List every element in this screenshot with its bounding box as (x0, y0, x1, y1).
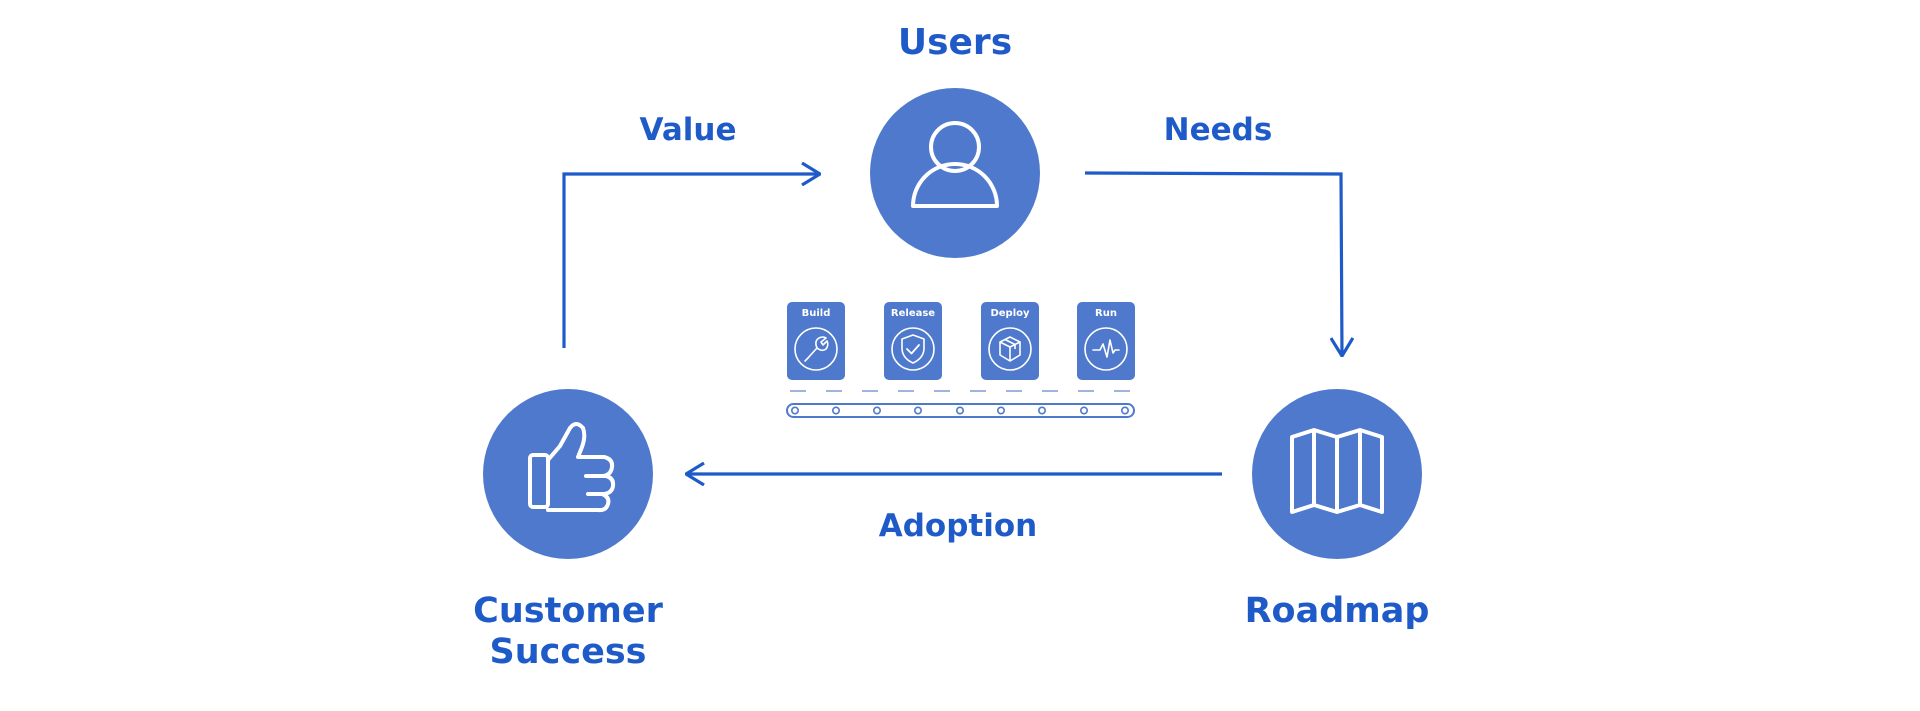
value-arrow (562, 174, 820, 348)
customer-success-label-line-2: Success (489, 632, 647, 673)
shield-check-icon (891, 327, 935, 371)
customer-success-label-line-1: Customer (473, 591, 663, 631)
roadmap-label-line: Roadmap (1244, 591, 1430, 631)
stage-label: Run (1095, 308, 1117, 319)
users-node (870, 88, 1040, 258)
conveyor-belt (786, 403, 1135, 418)
customer-success-node (483, 389, 653, 559)
wrench-icon (794, 327, 838, 371)
user-icon (911, 121, 999, 208)
needs-label: Needs (1163, 112, 1273, 148)
adoption-label: Adoption (878, 508, 1038, 544)
thumbs-up-icon (528, 422, 616, 513)
pipeline-stage-deploy: Deploy (981, 302, 1039, 380)
stage-label: Deploy (990, 308, 1030, 319)
conveyor-rollers (790, 406, 1130, 415)
value-label: Value (639, 112, 737, 148)
map-icon (1290, 428, 1384, 514)
stage-label: Build (801, 308, 831, 319)
roadmap-label: Roadmap (1217, 591, 1457, 632)
customer-success-circle (483, 389, 653, 559)
pipeline-stage-run: Run (1077, 302, 1135, 380)
roadmap-node (1252, 389, 1422, 559)
users-label: Users (855, 22, 1055, 64)
package-icon (988, 327, 1032, 371)
users-label-line: Users (897, 22, 1013, 63)
customer-success-label: Customer Success (448, 591, 688, 674)
heartbeat-icon (1084, 327, 1128, 371)
pipeline-stage-release: Release (884, 302, 942, 380)
stage-label: Release (890, 308, 936, 319)
pipeline-stage-build: Build (787, 302, 845, 380)
needs-arrow (1084, 171, 1342, 356)
pipeline-conveyor (786, 390, 1135, 418)
